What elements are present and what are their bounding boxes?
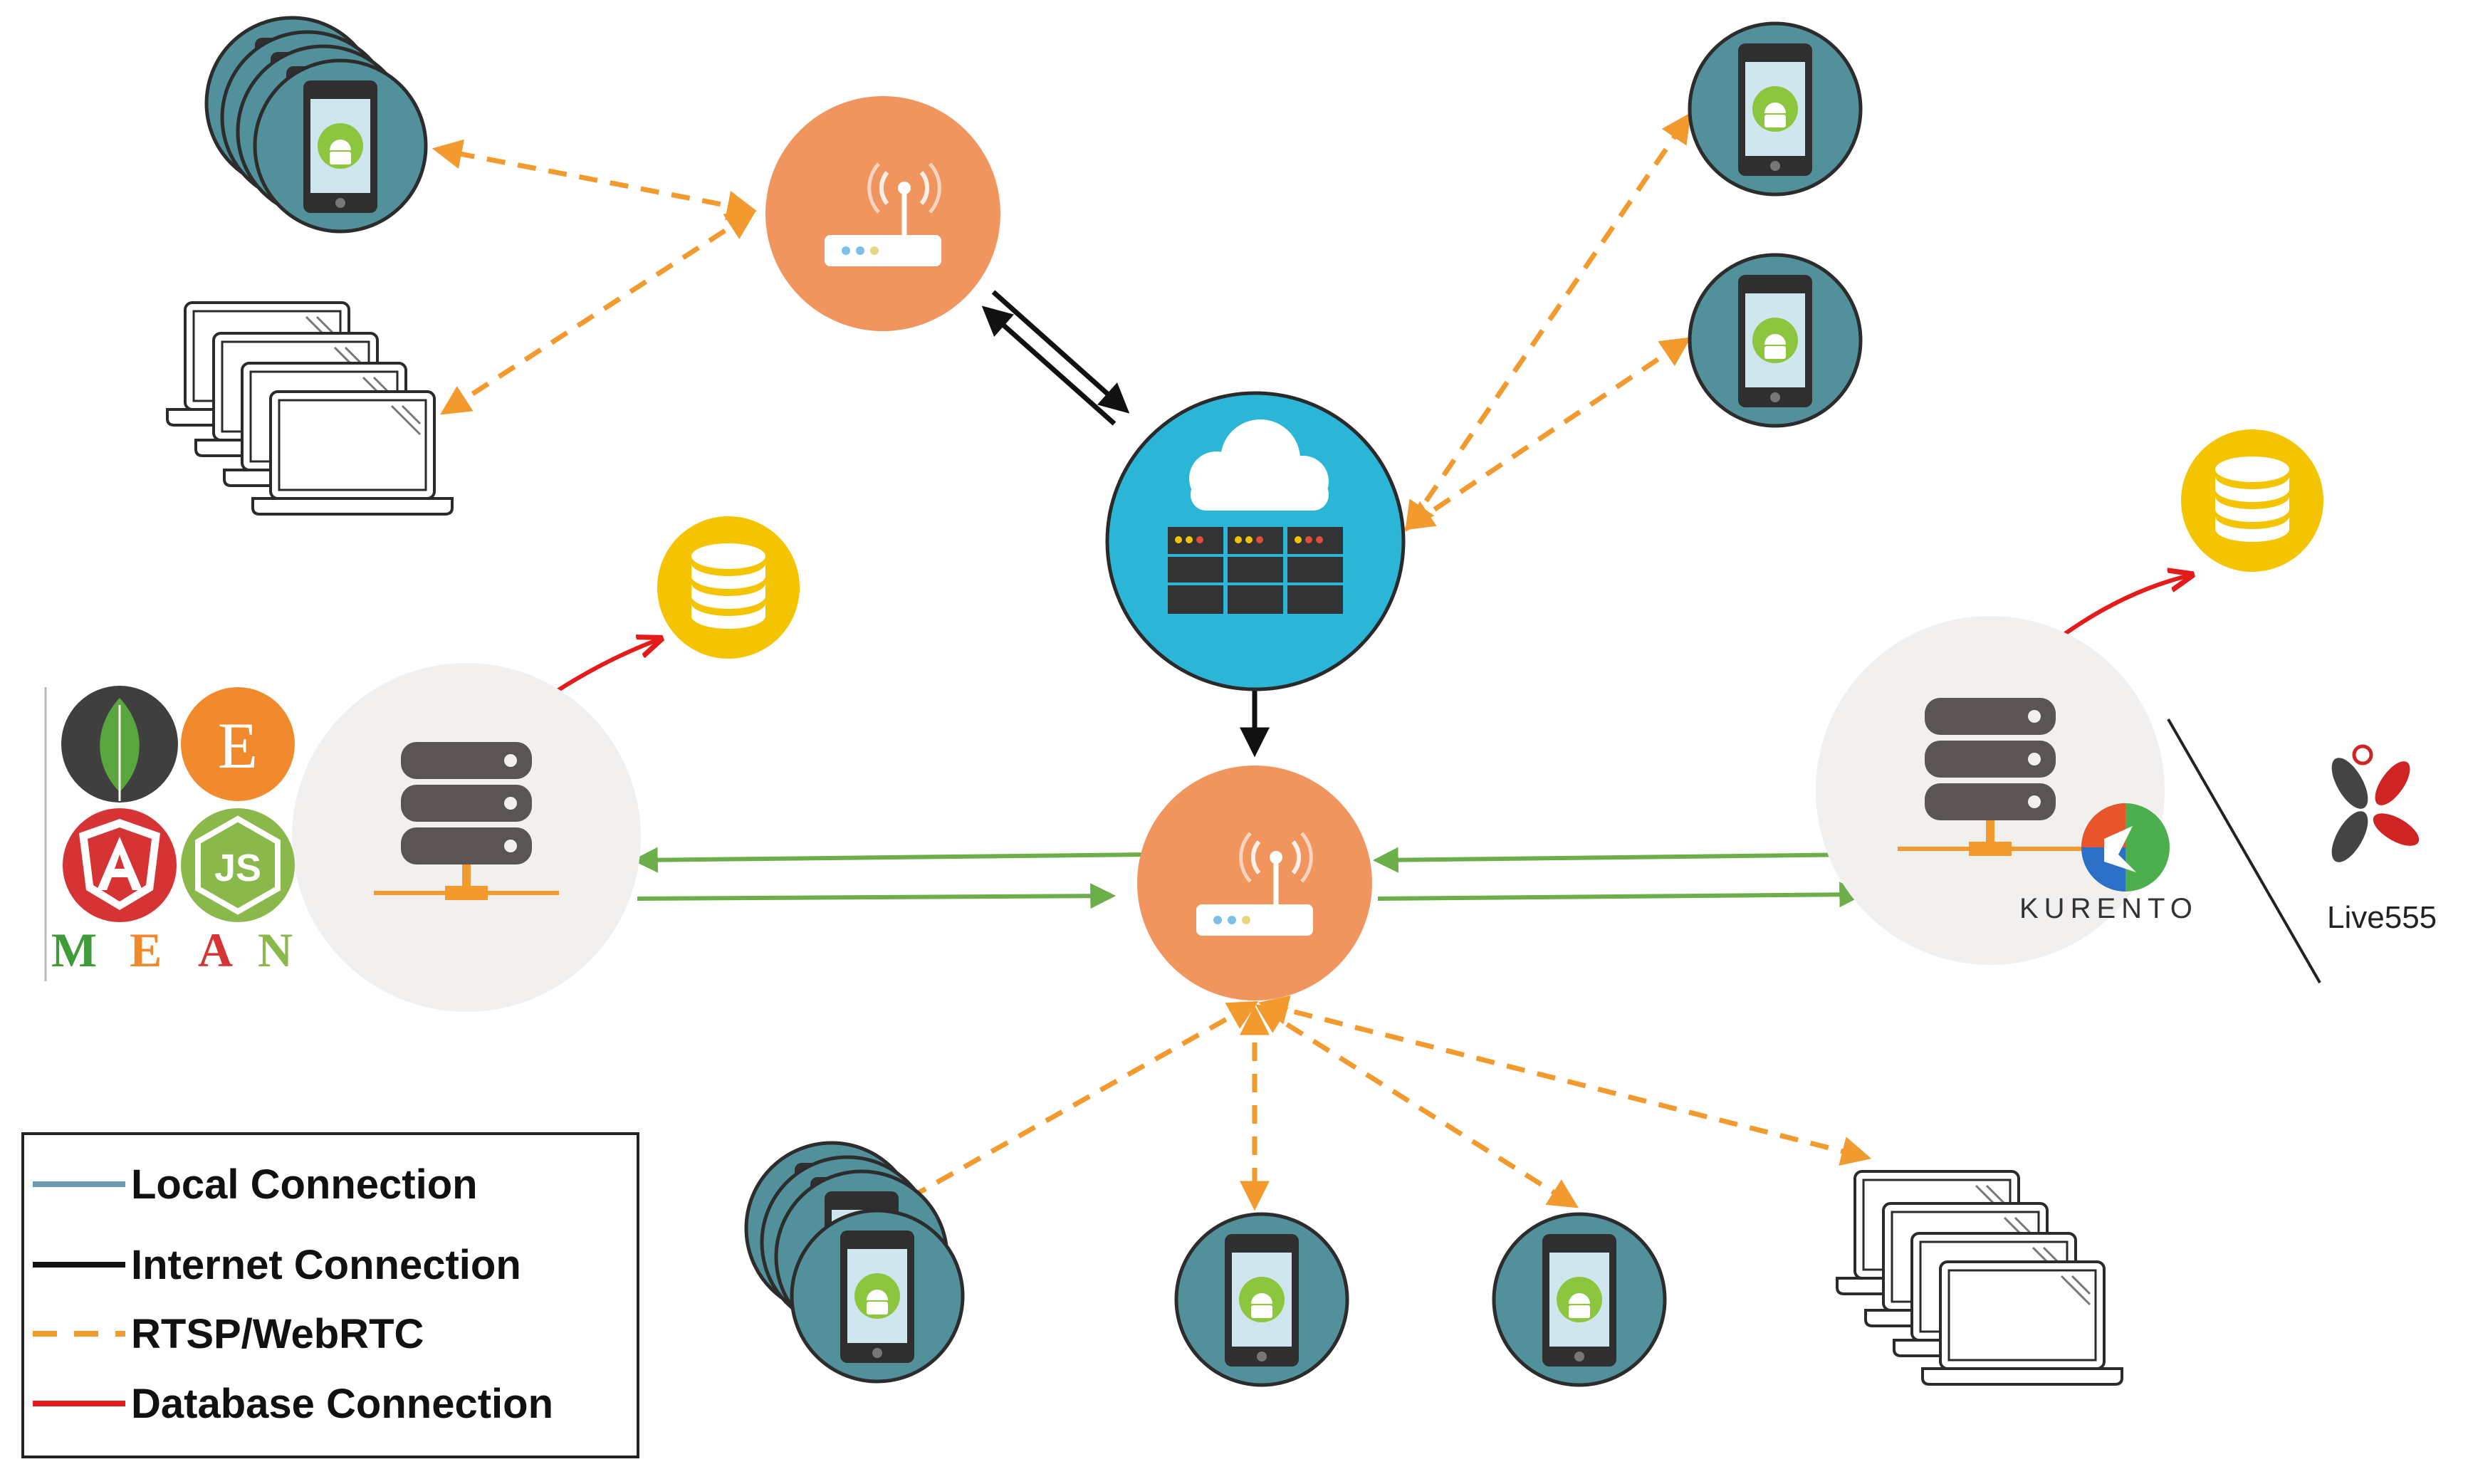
phone-topright-1: [1690, 23, 1861, 194]
router-icon: [1137, 765, 1372, 1000]
local-link-kurento-to-router: [1372, 847, 1861, 873]
angular-logo: [63, 808, 177, 922]
legend-item-rtsp: RTSP/WebRTC: [24, 1300, 637, 1364]
rtsp-link-phones-bottom: [879, 1000, 1259, 1216]
android-phone-icon: [1176, 1214, 1347, 1385]
database-icon: [657, 516, 800, 659]
mean-server: [292, 663, 641, 1012]
legend-item-internet: Internet Connection: [24, 1231, 637, 1295]
nodejs-logo: JS: [181, 808, 295, 922]
express-logo: E: [181, 687, 295, 801]
legend-item-local: Local Connection: [24, 1151, 637, 1215]
legend-label: Internet Connection: [131, 1242, 521, 1288]
laptop-group-bottom: [1836, 1170, 2123, 1386]
local-link-mean-to-router: [637, 883, 1117, 909]
android-phone-icon: [255, 61, 426, 231]
phone-group-bottom: [746, 1143, 963, 1381]
rtsp-link-phone-bottom-2: [1255, 1004, 1579, 1208]
database-icon: [2181, 429, 2323, 572]
router-icon: [765, 96, 1000, 331]
mongodb-logo: [61, 686, 178, 803]
legend-label: RTSP/WebRTC: [131, 1311, 424, 1357]
svg-text:E: E: [218, 709, 258, 782]
phone-bottom-1: [1176, 1214, 1347, 1385]
legend-swatch-internet: [33, 1262, 125, 1268]
rtsp-link-laptops-topleft: [439, 210, 757, 415]
kurento-label: KURENTO: [2019, 893, 2198, 924]
mean-letter-m: M: [51, 923, 98, 977]
rtsp-link-laptops-bottom: [1257, 995, 1872, 1166]
kurento-server: [1816, 616, 2170, 965]
live555-logo: [2331, 744, 2420, 862]
legend-swatch-local: [33, 1181, 125, 1187]
laptop-icon: [251, 390, 454, 516]
legend-label: Local Connection: [131, 1161, 478, 1208]
local-link-router-to-kurento: [1377, 882, 1866, 908]
rtsp-link-phone-topright-1: [1405, 113, 1691, 532]
rtsp-link-phones-topleft: [432, 139, 758, 221]
mean-letter-e: E: [130, 923, 162, 977]
legend-swatch-rtsp: [33, 1331, 125, 1337]
laptop-group-topleft: [166, 301, 454, 516]
mean-logos: E JS: [44, 686, 295, 981]
phone-topright-2: [1690, 255, 1861, 426]
internet-link-router-to-cloud: [991, 290, 1130, 414]
internet-link-cloud-to-router: [981, 305, 1117, 426]
cloud-icon: [1189, 419, 1329, 511]
cloud-server: [1105, 391, 1406, 691]
db-link-kurento: [2064, 575, 2190, 636]
legend: Local Connection Internet Connection RTS…: [21, 1132, 639, 1458]
router-internet: [765, 96, 1000, 331]
android-phone-icon: [1690, 23, 1861, 194]
server-rack-icon: [1168, 527, 1343, 614]
live555-label: Live555: [2327, 900, 2437, 935]
android-phone-icon: [1690, 255, 1861, 426]
mean-letter-a: A: [198, 923, 234, 977]
mean-letter-n: N: [258, 923, 293, 977]
android-phone-icon: [792, 1211, 963, 1381]
local-link-router-to-mean: [632, 847, 1147, 873]
svg-text:JS: JS: [214, 847, 261, 889]
database-mean: [657, 516, 800, 659]
legend-label: Database Connection: [131, 1381, 553, 1427]
router-local: [1137, 765, 1372, 1000]
android-phone-icon: [1494, 1214, 1665, 1385]
legend-swatch-database: [33, 1401, 125, 1406]
legend-item-database: Database Connection: [24, 1370, 637, 1434]
database-kurento: [2181, 429, 2323, 572]
rtsp-link-phone-topright-2: [1403, 337, 1691, 531]
phone-group-topleft: [206, 18, 426, 231]
phone-bottom-2: [1494, 1214, 1665, 1385]
kurento-logo: [2081, 803, 2170, 892]
laptop-icon: [1921, 1260, 2123, 1386]
divider-line: [2167, 719, 2321, 983]
